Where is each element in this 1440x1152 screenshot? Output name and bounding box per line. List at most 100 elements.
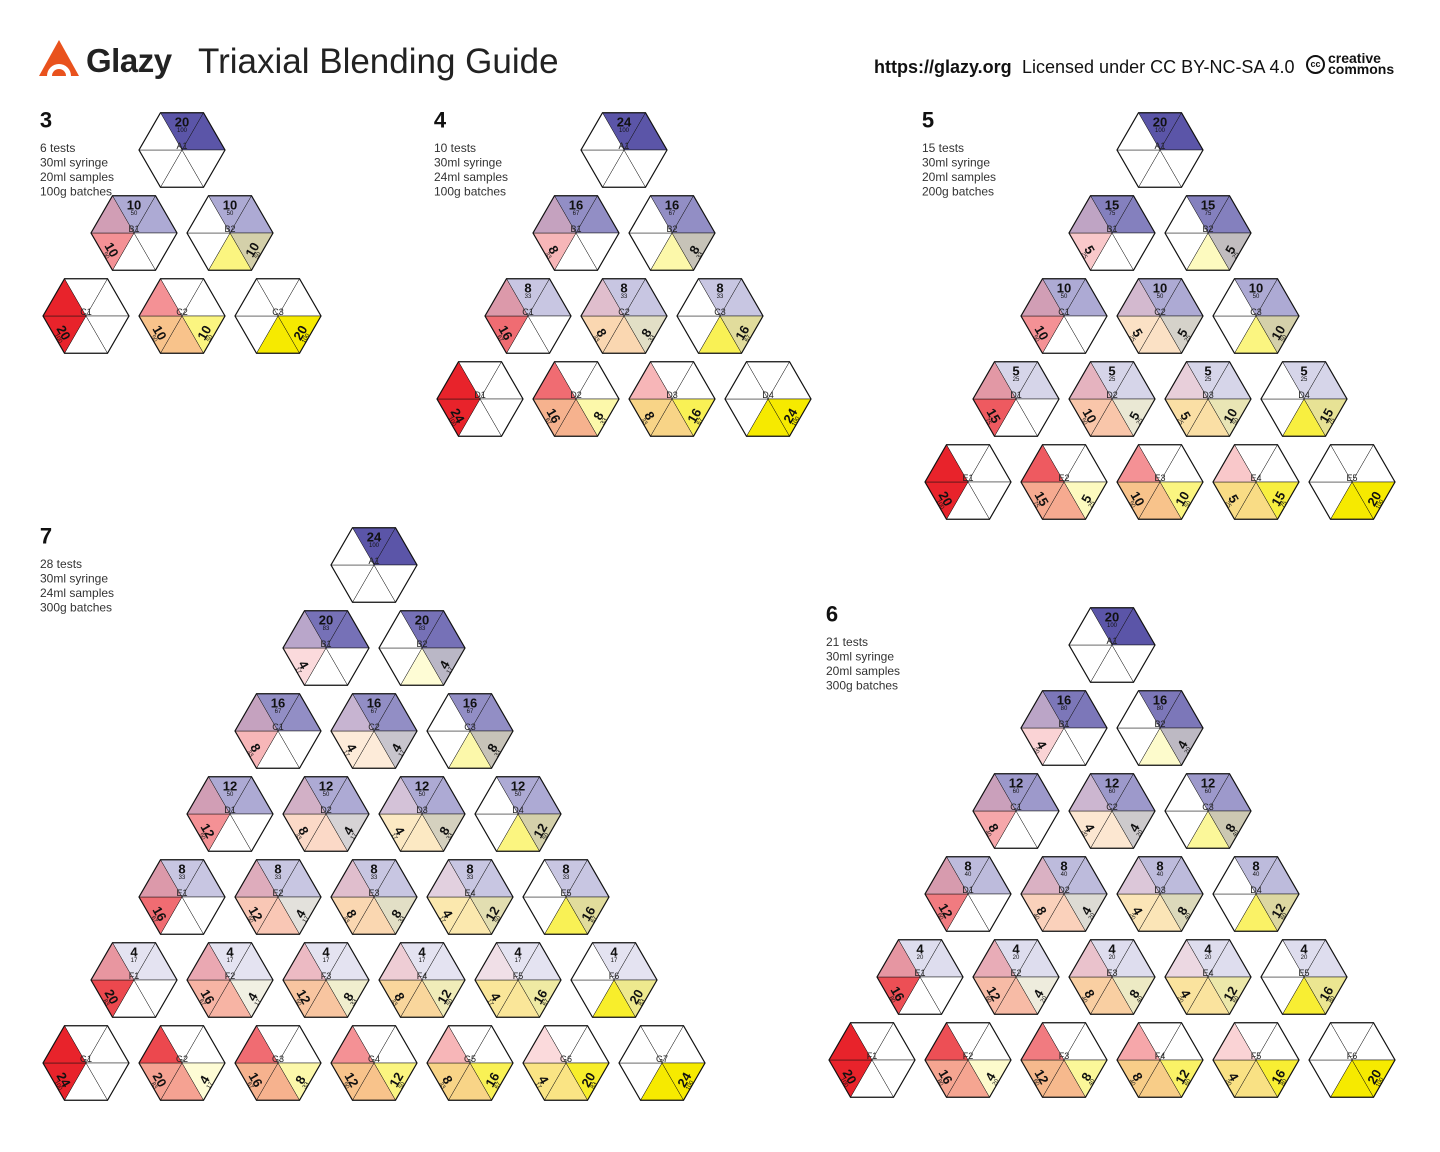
percent-a: 20	[1109, 955, 1116, 961]
percent-b: 40	[1127, 1078, 1136, 1087]
percent-c: 40	[1136, 995, 1145, 1004]
amount-a: 8	[964, 858, 971, 873]
amount-a: 4	[1204, 941, 1212, 956]
percent-a: 20	[1013, 955, 1020, 961]
percent-c: 100	[685, 1079, 696, 1091]
tile-label: E4	[464, 888, 475, 898]
amount-c: 16	[684, 406, 704, 426]
percent-a: 33	[275, 875, 282, 881]
percent-a: 80	[1061, 706, 1068, 712]
amount-c: 10	[194, 323, 214, 343]
tile-label: B2	[416, 639, 427, 649]
amount-a: 12	[415, 778, 429, 793]
tile-label: D3	[1202, 390, 1214, 400]
tile-label: B2	[224, 224, 235, 234]
grid-5-info-line: 30ml syringe	[922, 156, 990, 170]
tile-outline	[1020, 856, 1108, 932]
amount-a: 8	[178, 861, 185, 876]
cc-word-creative: creative	[1328, 50, 1381, 66]
tile-outline	[532, 195, 620, 271]
percent-c: 50	[1184, 500, 1193, 509]
amount-c: 12	[530, 821, 550, 841]
percent-c: 100	[301, 332, 312, 344]
tile-outline	[1164, 939, 1252, 1015]
tile-label: G6	[560, 1054, 572, 1064]
percent-b: 50	[149, 334, 158, 343]
tile-label: C1	[1058, 307, 1070, 317]
amount-a: 8	[716, 280, 723, 295]
tile-outline	[330, 693, 418, 769]
percent-b: 33	[293, 832, 302, 841]
percent-c: 67	[590, 915, 599, 924]
tile-label: B1	[1058, 719, 1069, 729]
percent-c: 25	[1184, 334, 1193, 343]
tile-label: A1	[368, 556, 379, 566]
percent-a: 100	[619, 128, 630, 134]
amount-a: 8	[274, 861, 281, 876]
tile-outline	[1116, 278, 1204, 354]
amount-a: 20	[1105, 609, 1119, 624]
amount-c: 12	[386, 1070, 406, 1090]
percent-c: 60	[1184, 1078, 1193, 1087]
amount-a: 10	[1153, 280, 1167, 295]
tile-outline	[1020, 444, 1108, 520]
tile-label: A1	[618, 141, 629, 151]
percent-b: 33	[639, 417, 648, 426]
amount-c: 20	[1364, 489, 1384, 509]
site-link[interactable]: https://glazy.org	[874, 57, 1012, 77]
percent-c: 75	[1280, 500, 1289, 509]
amount-a: 4	[610, 944, 618, 959]
tile-outline	[1068, 939, 1156, 1015]
amount-c: 16	[1268, 1067, 1288, 1087]
percent-b: 60	[1031, 1078, 1040, 1087]
amount-a: 12	[1201, 775, 1215, 790]
amount-b: 10	[150, 323, 170, 343]
percent-c: 83	[590, 1081, 599, 1090]
tile-label: F4	[1155, 1051, 1166, 1061]
tile-label: F6	[1347, 1051, 1358, 1061]
percent-c: 40	[1232, 829, 1241, 838]
percent-b: 20	[1223, 1078, 1232, 1087]
amount-c: 15	[1316, 406, 1336, 426]
tile-outline	[1212, 856, 1300, 932]
tile-outline	[1260, 939, 1348, 1015]
percent-b: 75	[983, 417, 992, 426]
amount-b: 12	[198, 821, 218, 841]
amount-a: 20	[415, 612, 429, 627]
tile-outline	[234, 278, 322, 354]
amount-c: 16	[732, 323, 752, 343]
percent-a: 83	[419, 626, 426, 632]
percent-a: 50	[419, 792, 426, 798]
tile-outline	[724, 361, 812, 437]
tile-outline	[828, 1022, 916, 1098]
percent-c: 20	[1040, 995, 1049, 1004]
tile-label: D2	[570, 390, 582, 400]
percent-a: 40	[965, 872, 972, 878]
percent-a: 40	[1157, 872, 1164, 878]
percent-c: 20	[992, 1078, 1001, 1087]
percent-c: 50	[206, 334, 215, 343]
amount-c: 10	[1220, 406, 1240, 426]
amount-b: 16	[936, 1067, 956, 1087]
tile-label: E4	[1250, 473, 1261, 483]
percent-a: 33	[525, 294, 532, 300]
